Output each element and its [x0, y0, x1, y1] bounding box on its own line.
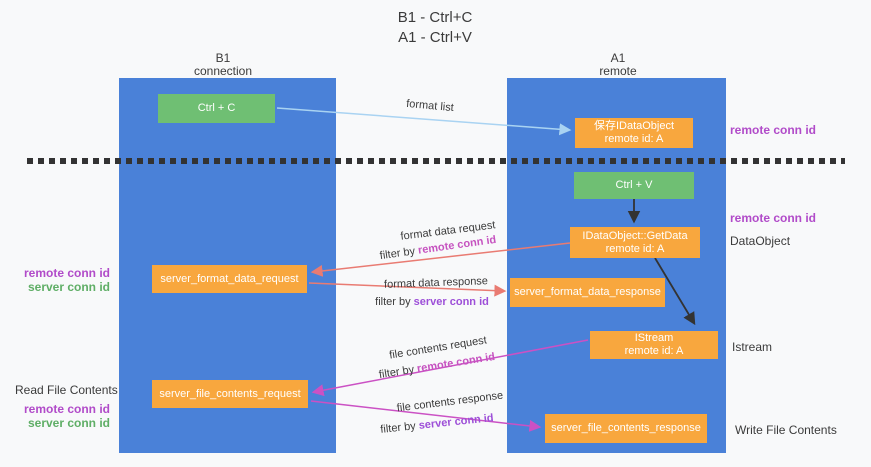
node-server-file-contents-response: server_file_contents_response [545, 414, 707, 443]
lifeline-header-a1: A1 remote [538, 52, 698, 78]
format-data-response-label: format data response [383, 275, 489, 291]
lifeline-header-b1: B1 connection [143, 52, 303, 78]
node-ctrl-v: Ctrl + V [574, 172, 694, 199]
filter-by-text: filter by [378, 363, 419, 382]
node-istream-line1: IStream [634, 332, 674, 344]
annotation-left-server-conn-id-format: server conn id [27, 280, 110, 294]
lifeline-a1-role: remote [599, 64, 637, 78]
node-istream-line2: remote id: A [624, 345, 684, 357]
annotation-write-file-contents: Write File Contents [735, 423, 837, 437]
annotation-dataobject: DataObject [730, 234, 791, 248]
lifeline-a1-name: A1 [610, 51, 626, 65]
node-ctrl-c: Ctrl + C [158, 94, 275, 123]
annotation-read-file-contents: Read File Contents [15, 383, 118, 397]
annotation-left-remote-conn-id-format: remote conn id [23, 266, 110, 280]
annotation-left-server-conn-id-file: server conn id [27, 416, 110, 430]
filter-by-text: filter by [379, 244, 419, 263]
format-list-label: format list [405, 97, 455, 115]
node-server-format-data-request: server_format_data_request [152, 265, 307, 293]
node-save-dataobject-line1: 保存IDataObject [593, 120, 675, 132]
format-data-response-filter-label: filter by server conn id [375, 296, 489, 308]
node-format-response-label: server_format_data_response [514, 286, 661, 298]
node-getdata-line2: remote id: A [605, 242, 665, 255]
lifeline-b1-role: connection [193, 64, 253, 78]
annotation-remote-conn-id-mid: remote conn id [730, 211, 817, 225]
node-file-response-label: server_file_contents_response [551, 422, 701, 434]
annotation-istream: Istream [732, 340, 773, 354]
node-save-dataobject-line2: remote id: A [604, 133, 664, 145]
node-server-file-contents-request: server_file_contents_request [152, 380, 308, 408]
node-istream: IStream remote id: A [590, 331, 718, 359]
node-server-format-data-response: server_format_data_response [510, 278, 665, 307]
node-getdata-line1: IDataObject::GetData [582, 229, 688, 242]
diagram-title: B1 - Ctrl+C A1 - Ctrl+V [300, 8, 570, 48]
annotation-left-remote-conn-id-file: remote conn id [23, 402, 110, 416]
node-save-dataobject: 保存IDataObject remote id: A [575, 118, 693, 148]
title-line-1: B1 - Ctrl+C [397, 9, 473, 26]
filter-key-server-conn-id: server conn id [413, 296, 489, 308]
filter-by-text: filter by [379, 419, 420, 436]
file-contents-response-label: file contents response [396, 389, 504, 415]
session-separator-dashed-line [27, 158, 845, 164]
annotation-remote-conn-id-top: remote conn id [730, 123, 817, 137]
node-format-request-label: server_format_data_request [160, 272, 299, 285]
node-idataobject-getdata: IDataObject::GetData remote id: A [570, 227, 700, 258]
lifeline-b1-name: B1 [215, 51, 231, 65]
node-file-request-label: server_file_contents_request [159, 387, 301, 400]
filter-key-server-conn-id: server conn id [418, 412, 495, 432]
node-ctrl-v-label: Ctrl + V [615, 179, 653, 191]
node-ctrl-c-label: Ctrl + C [197, 102, 236, 114]
file-contents-response-filter-label: filter by server conn id [380, 412, 494, 436]
filter-by-text: filter by [375, 296, 414, 308]
title-line-2: A1 - Ctrl+V [398, 29, 472, 46]
